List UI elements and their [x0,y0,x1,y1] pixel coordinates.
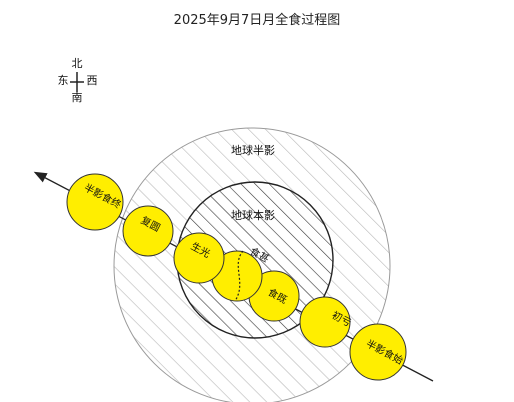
umbra-label: 地球本影 [231,208,275,222]
compass-south: 南 [72,91,83,104]
phase-moon-total-eclipse-ends: 生光 [173,232,225,284]
compass-east: 东 [58,74,69,87]
page-title: 2025年9月7日月全食过程图 [174,12,341,28]
compass-north: 北 [72,57,83,70]
greatest-eclipse-dashed-line [234,250,244,302]
phase-moon-penumbral-eclipse-ends: 半影食终 [66,173,124,231]
phase-moon-penumbral-eclipse-begins: 半影食始 [349,323,407,381]
compass: 北 东 西 南 [58,57,98,104]
phase-moon-partial-eclipse-begins: 初亏 [299,296,354,348]
compass-west: 西 [87,74,98,87]
penumbra-label: 地球半影 [231,143,275,157]
phase-moon-partial-eclipse-ends: 复圆 [122,205,174,257]
phase-moons: 半影食始 初亏 食既 食甚 生光 复圆 [66,173,407,381]
